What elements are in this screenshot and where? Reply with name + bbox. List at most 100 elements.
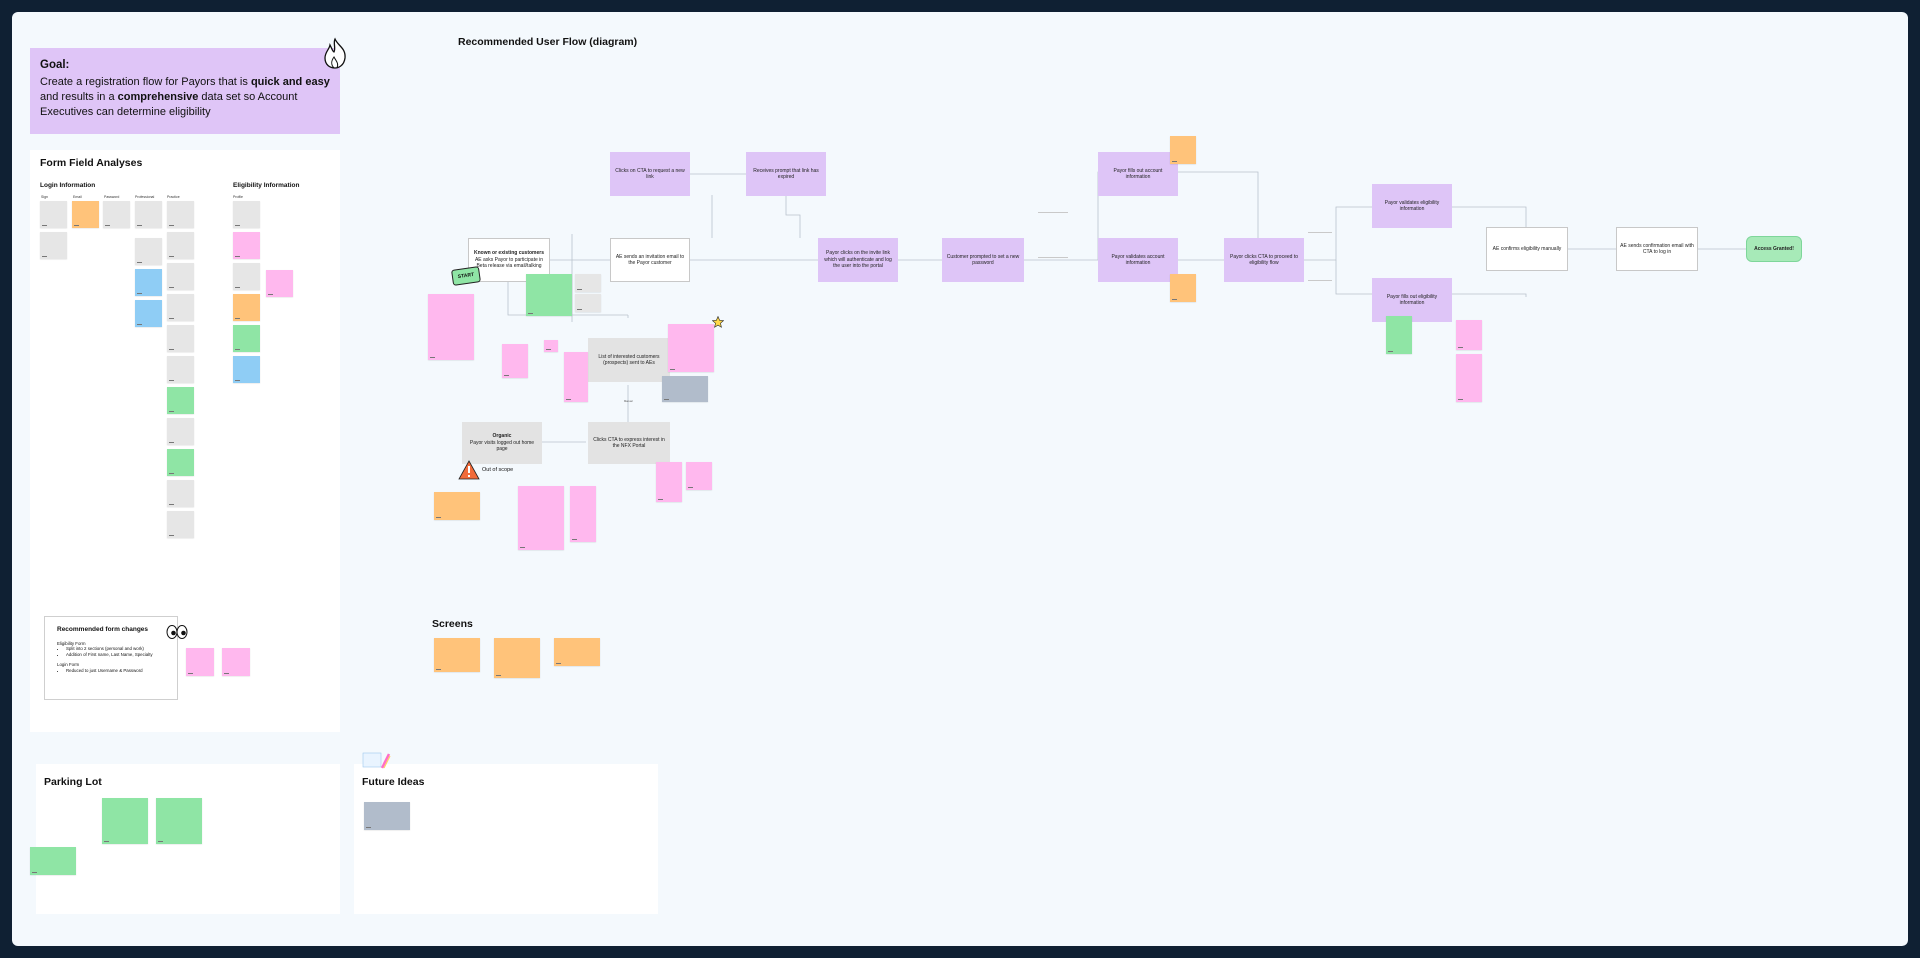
- proceed-eligibility-node[interactable]: Payor clicks CTA to proceed to eligibili…: [1224, 238, 1304, 282]
- sticky-note[interactable]: [167, 356, 194, 383]
- sticky-note[interactable]: [1456, 320, 1482, 350]
- connector-label-mark: [1038, 257, 1068, 258]
- login-form-label: Login Form: [57, 662, 80, 668]
- eligibility-form-label: Eligibility Form: [57, 640, 86, 646]
- flow-connectors: [507, 171, 1746, 443]
- column-label-profile: Profile: [233, 195, 243, 199]
- sticky-note[interactable]: [167, 480, 194, 507]
- recommended-form-changes-card[interactable]: Recommended form changes Eligibility For…: [44, 616, 178, 700]
- goal-card[interactable]: Goal: Create a registration flow for Pay…: [30, 48, 340, 134]
- sticky-note[interactable]: [167, 294, 194, 321]
- ae-sends-confirmation-node[interactable]: AE sends confirmation email with CTA to …: [1616, 227, 1698, 271]
- sticky-note[interactable]: [662, 376, 708, 402]
- future-ideas-title: Future Ideas: [362, 776, 425, 788]
- form-field-analyses-title: Form Field Analyses: [40, 157, 143, 169]
- fill-account-info-node[interactable]: Payor fills out account information: [1098, 152, 1178, 196]
- sticky-note[interactable]: [233, 232, 260, 259]
- sticky-note[interactable]: [135, 269, 162, 296]
- sticky-note[interactable]: [233, 294, 260, 321]
- whiteboard-canvas[interactable]: Goal: Create a registration flow for Pay…: [12, 12, 1908, 946]
- sticky-note[interactable]: [1456, 354, 1482, 402]
- organic-node[interactable]: Organic Payor visits logged out home pag…: [462, 422, 542, 464]
- goal-text: Create a registration flow for Payors th…: [40, 76, 330, 118]
- future-ideas-panel: [354, 764, 658, 914]
- interested-customers-node[interactable]: List of interested customers (prospects)…: [588, 338, 670, 382]
- sticky-note[interactable]: [518, 486, 564, 550]
- sticky-note[interactable]: [575, 274, 601, 292]
- sticky-note[interactable]: [167, 387, 194, 414]
- connector-label-mark: [1308, 280, 1332, 281]
- sticky-note[interactable]: [40, 201, 67, 228]
- sticky-note[interactable]: [266, 270, 293, 297]
- known-customers-node[interactable]: Known or existing customers AE asks Payo…: [468, 238, 550, 282]
- parking-lot-title: Parking Lot: [44, 776, 102, 788]
- sticky-note[interactable]: [233, 325, 260, 352]
- fill-eligibility-node[interactable]: Payor fills out eligibility information: [1372, 278, 1452, 322]
- sticky-note[interactable]: [167, 263, 194, 290]
- sticky-note[interactable]: [1170, 136, 1196, 164]
- link-expired-node[interactable]: Receives prompt that link has expired: [746, 152, 826, 196]
- organic-heading: Organic: [492, 433, 512, 440]
- sticky-note[interactable]: [167, 232, 194, 259]
- flame-icon: [324, 37, 346, 69]
- sticky-note[interactable]: [364, 802, 410, 830]
- column-label-email: Email: [73, 195, 82, 199]
- sticky-note[interactable]: [103, 201, 130, 228]
- sticky-note[interactable]: [135, 300, 162, 327]
- sticky-note[interactable]: [526, 274, 572, 316]
- sticky-note[interactable]: [544, 340, 558, 352]
- eyes-icon: [166, 625, 188, 639]
- sticky-note[interactable]: [102, 798, 148, 844]
- screen-note[interactable]: [434, 638, 480, 672]
- sticky-note[interactable]: [668, 324, 714, 372]
- eligibility-change-item: Addition of First name, Last Name, Speci…: [66, 652, 165, 658]
- sticky-note[interactable]: [186, 648, 214, 676]
- sticky-note[interactable]: [167, 325, 194, 352]
- sticky-note[interactable]: [686, 462, 712, 490]
- out-of-scope-label: Out of scope: [482, 467, 514, 473]
- screen-note[interactable]: [494, 638, 540, 678]
- sticky-note[interactable]: [434, 492, 480, 520]
- access-granted-node[interactable]: Access Granted!: [1746, 236, 1802, 262]
- sticky-note[interactable]: [570, 486, 596, 542]
- sticky-note[interactable]: [167, 418, 194, 445]
- sticky-note[interactable]: [167, 201, 194, 228]
- sticky-note[interactable]: [135, 201, 162, 228]
- sticky-note[interactable]: [1386, 316, 1412, 354]
- organic-sub: Payor visits logged out home page: [469, 439, 535, 453]
- set-new-password-node[interactable]: Customer prompted to set a new password: [942, 238, 1024, 282]
- star-icon: [712, 316, 724, 328]
- sticky-note[interactable]: [135, 238, 162, 265]
- sticky-note[interactable]: [167, 511, 194, 538]
- cta-request-new-link-node[interactable]: Clicks on CTA to request a new link: [610, 152, 690, 196]
- sticky-note[interactable]: [564, 352, 588, 402]
- sticky-note[interactable]: [502, 344, 528, 378]
- sticky-note[interactable]: [72, 201, 99, 228]
- sticky-note[interactable]: [233, 263, 260, 290]
- sticky-note[interactable]: [656, 462, 682, 502]
- express-interest-node[interactable]: Clicks CTA to express interest in the NF…: [588, 422, 670, 464]
- ae-confirms-eligibility-node[interactable]: AE confirms eligibility manually: [1486, 227, 1568, 271]
- recommended-form-changes-title: Recommended form changes: [57, 626, 149, 633]
- sticky-note[interactable]: [167, 449, 194, 476]
- screen-note[interactable]: [554, 638, 600, 666]
- sticky-note[interactable]: [30, 847, 76, 875]
- sticky-note[interactable]: [233, 201, 260, 228]
- payor-clicks-invite-node[interactable]: Payor clicks on the invite link which wi…: [818, 238, 898, 282]
- eligibility-information-title: Eligibility Information: [233, 182, 300, 189]
- sticky-note[interactable]: [575, 294, 601, 312]
- validate-eligibility-node[interactable]: Payor validates eligibility information: [1372, 184, 1452, 228]
- sticky-note[interactable]: [156, 798, 202, 844]
- ae-sends-invitation-node[interactable]: AE sends an invitation email to the Payo…: [610, 238, 690, 282]
- sticky-note[interactable]: [40, 232, 67, 259]
- user-flow-title: Recommended User Flow (diagram): [458, 36, 638, 48]
- sticky-note[interactable]: [1170, 274, 1196, 302]
- known-customers-heading: Known or existing customers: [473, 250, 544, 257]
- sticky-note[interactable]: [222, 648, 250, 676]
- validate-account-info-node[interactable]: Payor validates account information: [1098, 238, 1178, 282]
- column-label-password: Password: [104, 195, 120, 199]
- sticky-note[interactable]: [428, 294, 474, 360]
- login-change-item: Reduced to just Username & Password: [66, 668, 165, 674]
- sticky-note[interactable]: [233, 356, 260, 383]
- column-label-practice: Practice: [167, 195, 180, 199]
